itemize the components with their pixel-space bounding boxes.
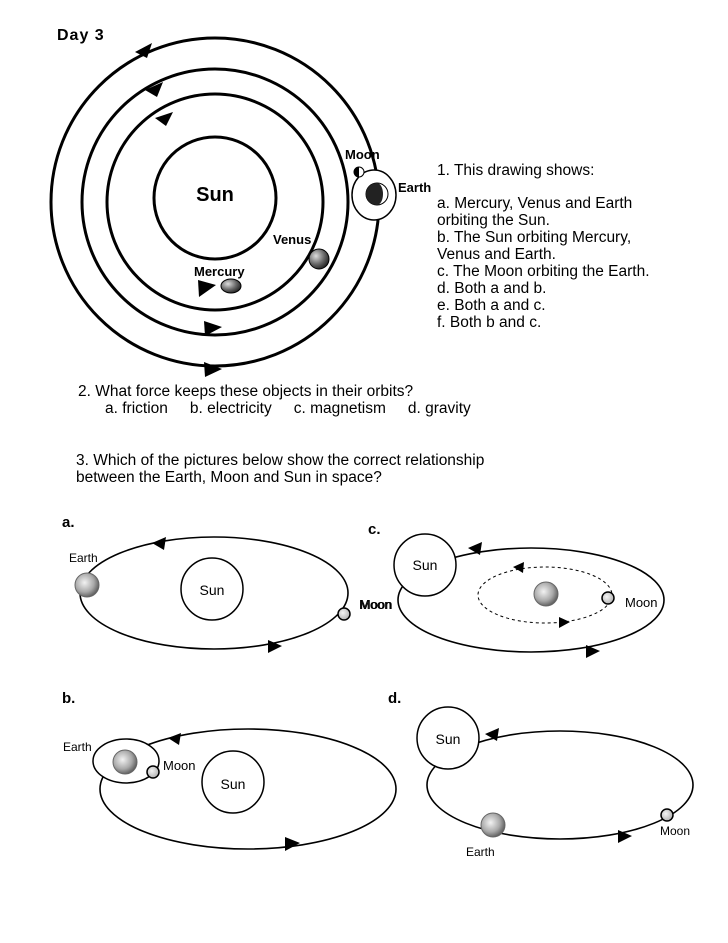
orbit-arrow [485,728,499,741]
moon-circle [146,765,160,779]
q1-option-line: e. Both a and c. [437,297,546,314]
earth-globe-icon [533,581,559,607]
q1-option-line: f. Both b and c. [437,314,542,331]
q1-option-line: c. The Moon orbiting the Earth. [437,263,650,280]
picture-a: a. Sun Earth [62,514,351,653]
moon-circle [601,591,615,605]
orbit-arrow [135,43,152,58]
orbit-arrow [559,617,570,628]
sun-circle [201,750,265,814]
question-3-line-2: between the Earth, Moon and Sun in space… [76,469,382,486]
moon-label: Moon [660,824,690,838]
q2-option-d: d. gravity [407,400,471,417]
orbit-arrow [168,733,181,745]
earth-globe-icon [480,812,506,838]
picture-d: d. Sun Earth Moon [388,690,694,859]
earth-globe-icon [74,572,100,598]
moon-label: Moon [345,147,380,162]
q1-option-line: orbiting the Sun. [437,212,550,229]
mercury-label: Mercury [194,264,245,279]
q1-option-line: b. The Sun orbiting Mercury, [437,229,632,246]
mercury-orbit [105,92,325,312]
moon-circle [660,808,674,822]
venus-planet [308,248,330,270]
sun-circle [180,557,244,621]
venus-orbit [80,67,350,337]
earth-shadow [366,183,383,205]
picture-d-label: d. [388,690,401,707]
day-heading: Day 3 [57,27,105,44]
question-2-stem: 2. What force keeps these objects in the… [78,383,414,400]
sun-label: Sun [413,557,438,573]
earth-label: Earth [69,551,98,565]
q2-option-a: a. friction [105,400,168,417]
orbit [426,730,694,840]
picture-b-label: b. [62,690,75,707]
orbit-arrow [285,837,300,851]
sun-circle [416,706,480,770]
orbit [99,728,397,850]
earth-globe-icon [112,749,138,775]
q1-option-line: a. Mercury, Venus and Earth [437,195,633,212]
moon-circle [337,607,351,621]
orbit-arrow [618,830,632,843]
picture-b: b. Earth Sun [62,690,397,851]
picture-c: c. Sun Moon Moon [359,521,665,658]
q2-option-c: c. magnetism [293,400,386,417]
solar-system-diagram: Sun Mercury Venus Earth Moon [49,36,431,377]
sun-label: Sun [200,582,225,598]
q1-option-line: d. Both a and b. [437,280,547,297]
question-1: 1. This drawing shows: a. Mercury, Venus… [437,162,717,331]
mercury-planet [220,278,242,294]
venus-label: Venus [273,232,311,247]
question-2: 2. What force keeps these objects in the… [78,383,493,417]
picture-c-label: c. [368,521,381,538]
question-2-options: a. friction b. electricity c. magnetism d. … [78,400,493,417]
orbit-arrow [145,82,163,97]
orbit-arrow [198,280,216,297]
sun-circle [393,533,457,597]
orbit-arrow [155,112,173,126]
orbit-arrow [204,321,222,336]
question-1-stem: 1. This drawing shows: [437,162,595,179]
sun-circle [152,135,278,261]
orbit-arrow [513,562,524,573]
question-3-line-1: 3. Which of the pictures below show the … [76,452,485,469]
picture-a-label: a. [62,514,75,531]
orbit-arrow [468,542,482,555]
picture-a-moon-label: Moon [360,597,393,612]
q1-option-line: Venus and Earth. [437,246,556,263]
orbit-arrow [268,640,282,653]
moon-shadow [354,167,359,177]
orbit-arrow [586,645,600,658]
picture-options: a. Sun Earth b. Earth Sun c. Sun Moon [62,514,694,859]
earth-label: Earth [398,180,431,195]
orbit [397,547,665,653]
moon-label-right: Moon [625,595,658,610]
orbit-arrow [152,537,166,550]
earth-label: Earth [466,845,495,859]
sun-label: Sun [221,776,246,792]
earth-label: Earth [63,740,92,754]
sun-label: Sun [196,184,234,206]
sun-label: Sun [436,731,461,747]
orbit-arrow [204,362,222,377]
picture-b-moon-label: Moon [163,758,196,773]
question-3: 3. Which of the pictures below show the … [76,452,556,486]
moon-label-left: Moon [359,597,392,612]
q2-option-b: b. electricity [189,400,272,417]
